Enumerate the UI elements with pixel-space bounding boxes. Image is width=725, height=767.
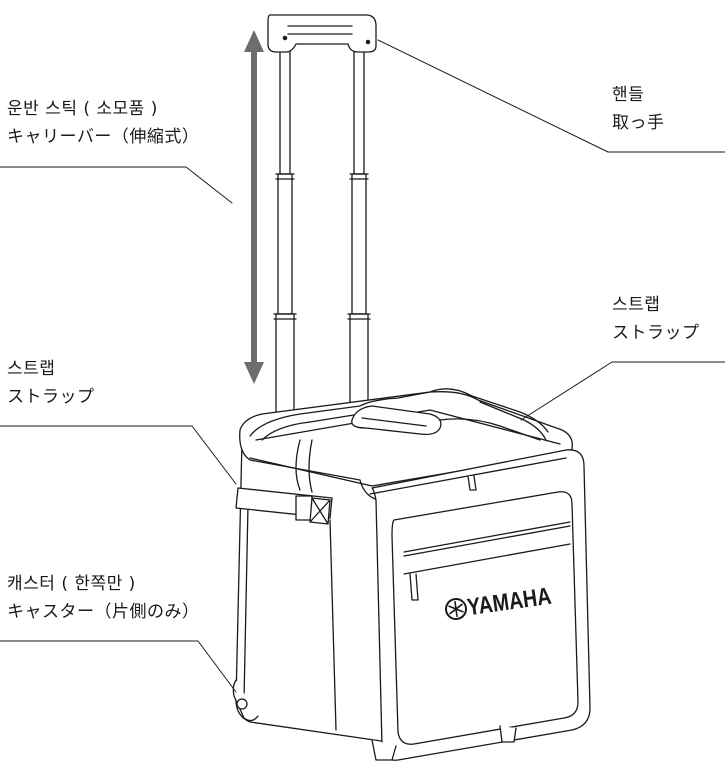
case-body [232, 391, 591, 761]
label-carry-bar-ko: 운반 스틱 ( 소모품 ) [7, 99, 158, 119]
label-strap-left-ja: ストラップ [7, 387, 95, 407]
handle [267, 14, 377, 53]
leader-lines [0, 39, 725, 693]
strap-right-leader [520, 361, 725, 421]
label-carry-bar: 운반 스틱 ( 소모품 ) キャリーバー（伸縮式） [7, 95, 199, 151]
extension-arrow [244, 30, 264, 384]
label-caster: 캐스터 ( 한쪽만 ) キャスター（片側のみ） [7, 570, 200, 626]
label-strap-right: 스트랩 ストラップ [612, 291, 700, 347]
caster-leader [0, 640, 237, 693]
label-handle-ko: 핸들 [612, 85, 645, 105]
label-strap-left: 스트랩 ストラップ [7, 355, 95, 411]
carry-bar [273, 43, 371, 425]
label-handle-ja: 取っ手 [612, 113, 665, 133]
carry-bar-leader [0, 166, 233, 204]
label-caster-ko: 캐스터 ( 한쪽만 ) [7, 574, 136, 594]
label-strap-right-ko: 스트랩 [612, 295, 661, 315]
label-strap-right-ja: ストラップ [612, 323, 700, 343]
label-strap-left-ko: 스트랩 [7, 359, 56, 379]
label-handle: 핸들 取っ手 [612, 81, 665, 137]
label-carry-bar-ja: キャリーバー（伸縮式） [7, 127, 200, 147]
label-caster-ja: キャスター（片側のみ） [7, 602, 200, 622]
handle-leader [377, 39, 725, 153]
top-straps [249, 388, 549, 493]
strap-left-leader [0, 425, 237, 485]
